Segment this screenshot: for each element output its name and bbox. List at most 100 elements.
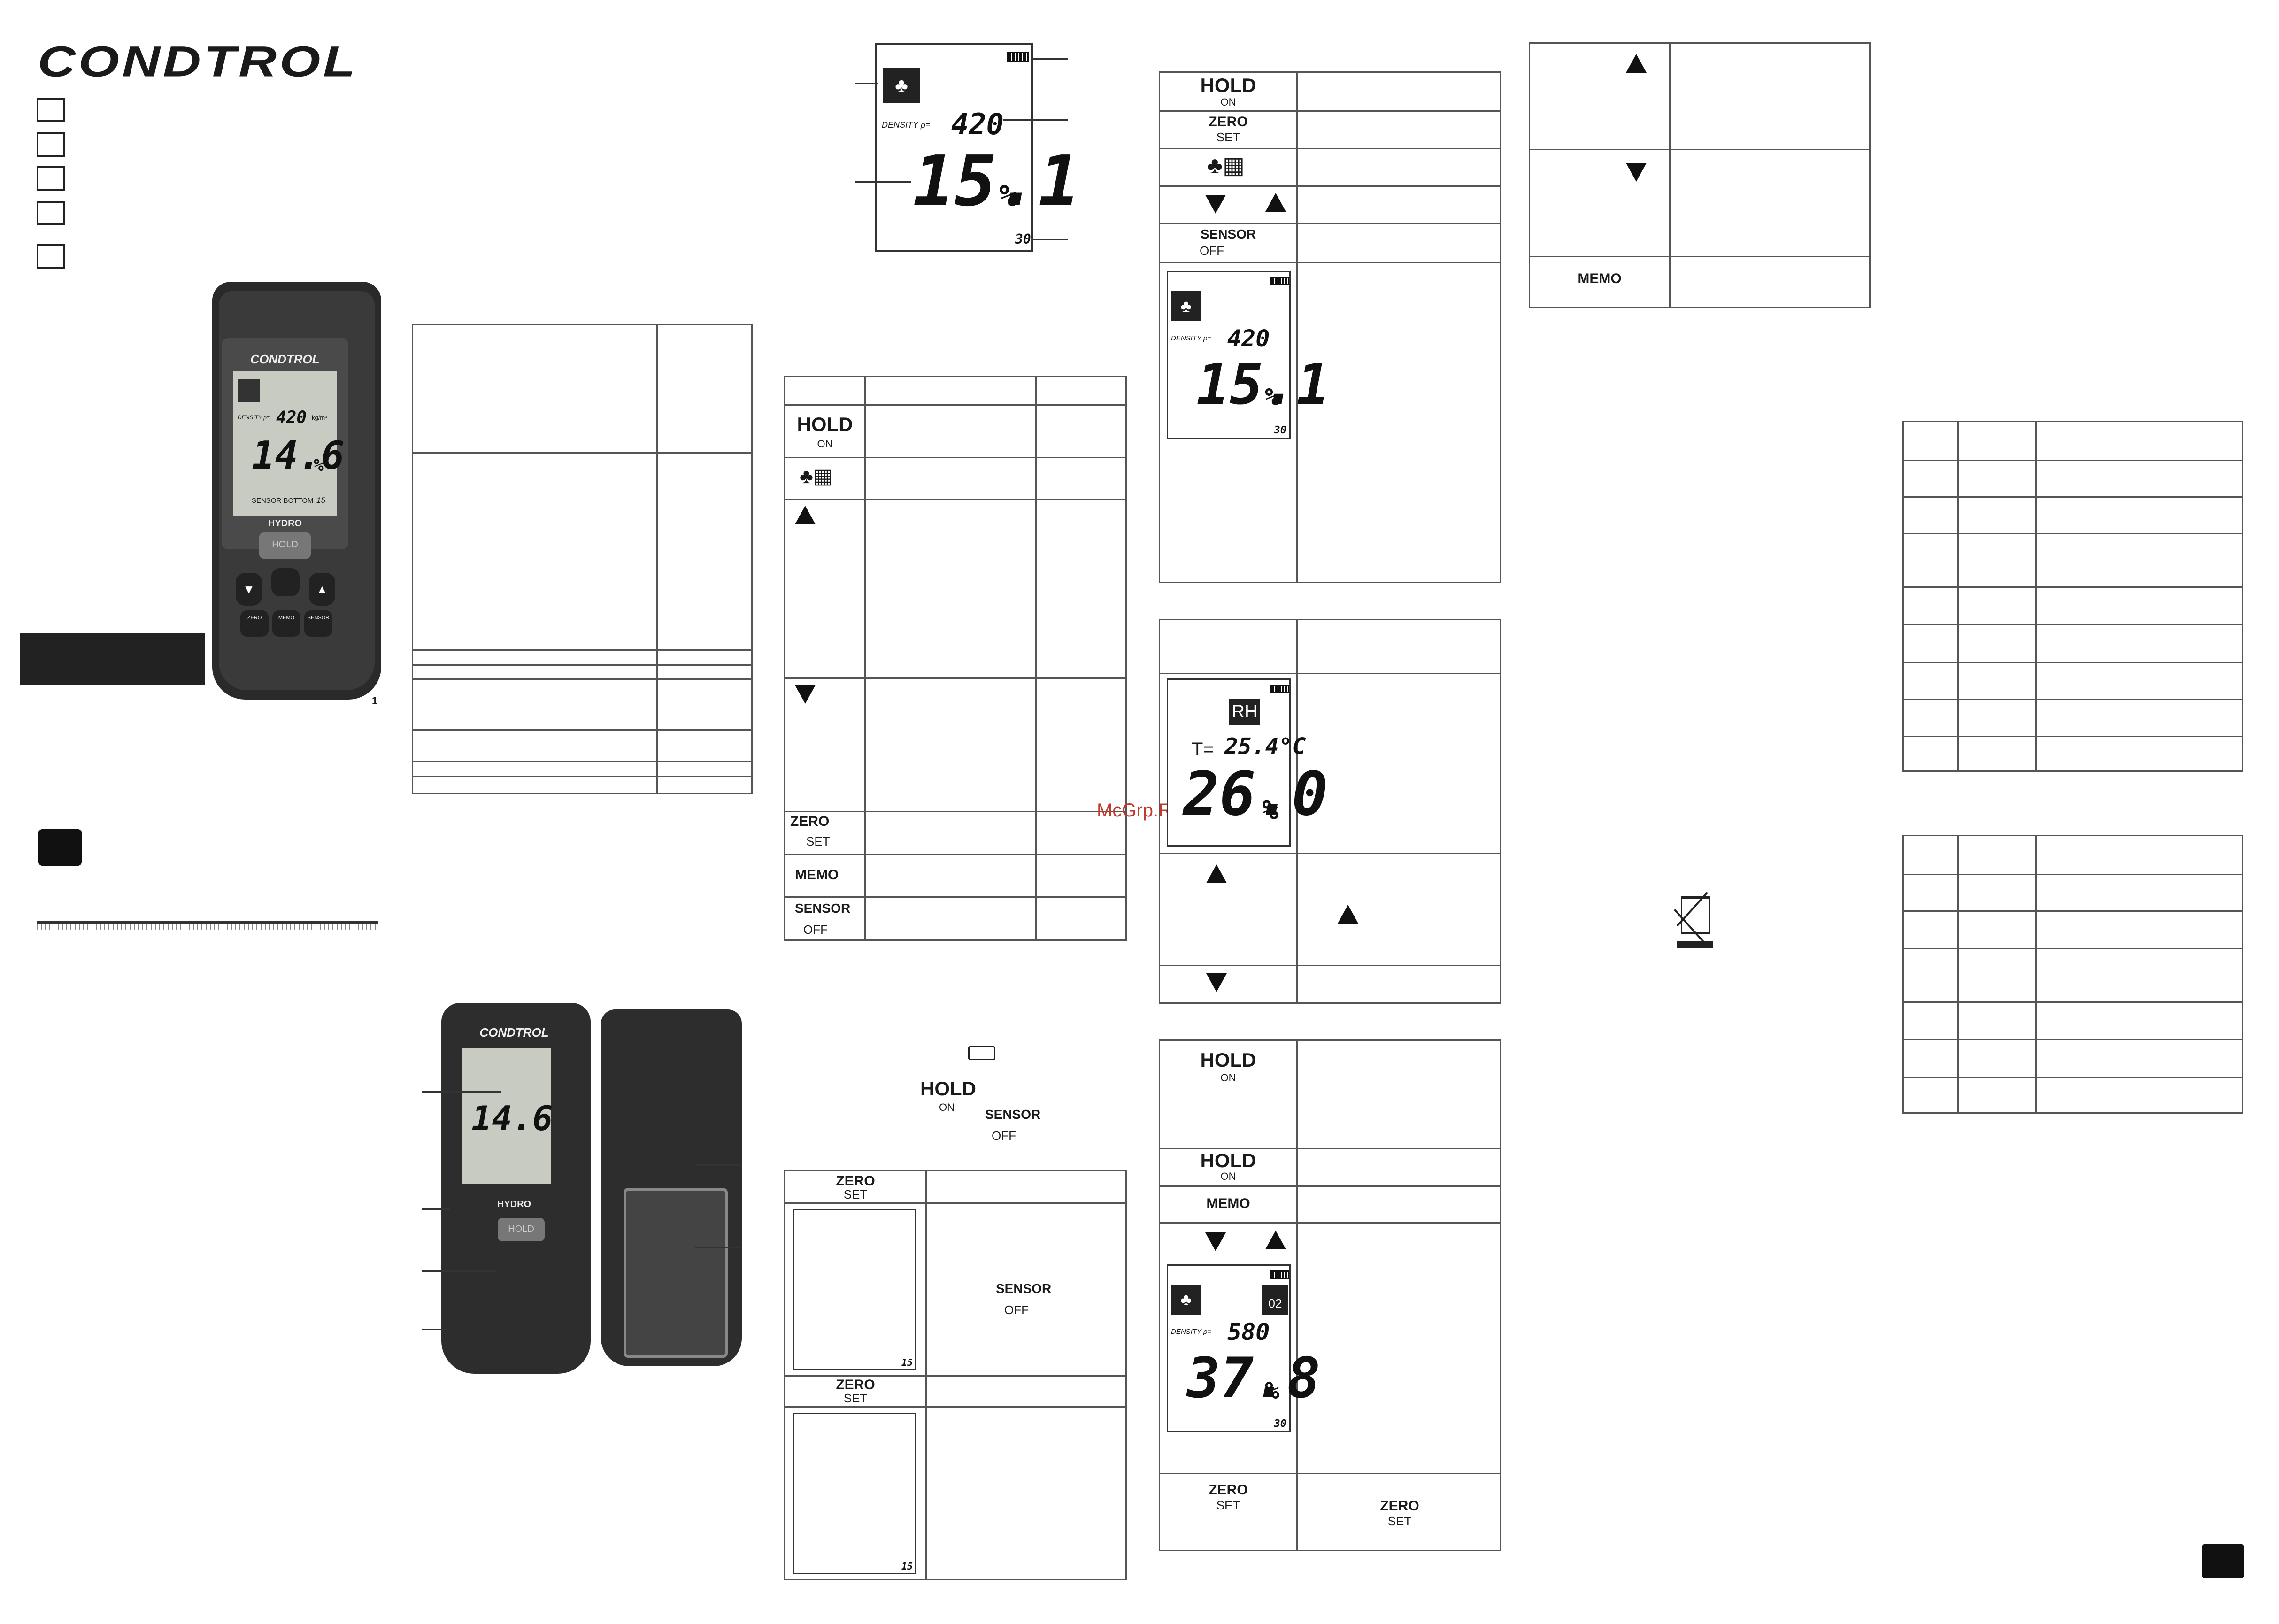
device-sensor-num: 15 (316, 496, 325, 505)
front-moisture-value: 14.6 (471, 1099, 553, 1138)
operation-table: HOLD ON ZERO SET ♣▦ SENSOR OFF ♣ DENSITY… (1159, 71, 1501, 583)
lcd-density-value: 420 (951, 107, 1004, 141)
mem-on-label-1: ON (1220, 1072, 1236, 1084)
memo-key-label: MEMO (795, 867, 839, 883)
device-moisture-unit: % (314, 456, 324, 475)
op-zero-label: ZERO (1209, 114, 1248, 130)
blank-lcd-1: 15 (793, 1209, 916, 1370)
mem-number-indicator: 02 (1262, 1285, 1288, 1315)
lcd-figure-main: ♣ DENSITY ρ= 420 15.1 % 30 (875, 43, 1080, 252)
op-sensor-label: SENSOR (1200, 227, 1256, 241)
off-label-zero: OFF (1004, 1303, 1029, 1317)
rh-unit: % (1262, 794, 1278, 826)
device-hold-key[interactable]: HOLD (259, 532, 311, 559)
device-zero-key[interactable]: ZERO (240, 610, 269, 637)
mem-lcd-value: 37.8 (1187, 1346, 1321, 1410)
op-lcd: ♣ DENSITY ρ= 420 15.1 % 30 (1167, 271, 1330, 439)
mem-lcd-density: 580 (1227, 1318, 1270, 1346)
figure-number: 1 (372, 695, 378, 707)
language-tag-box (38, 829, 82, 866)
rh-up-arrow-icon-2 (1338, 905, 1358, 924)
op-down-arrow-icon (1205, 195, 1226, 214)
mem-zero-label-1: ZERO (1209, 1482, 1248, 1498)
device-screen: DENSITY ρ= 420 kg/m³ 14.6 % SENSOR BOTTO… (233, 371, 344, 516)
language-checkbox-4[interactable] (37, 201, 65, 225)
key-function-table: HOLD ON ♣▦ ZERO SET MEMO SENSOR OFF (784, 376, 1127, 941)
sensor-key-label: SENSOR (795, 901, 851, 916)
wood-mode-icon: ♣ (883, 68, 920, 103)
rh-down-arrow-icon (1206, 973, 1227, 992)
zero-label-2: ZERO (836, 1377, 875, 1393)
device-back-photo (601, 1009, 742, 1366)
language-checkbox-5[interactable] (37, 244, 65, 269)
device-down-key[interactable]: ▼ (236, 573, 262, 606)
material-table-2 (1902, 835, 2243, 1114)
zero-key-label: ZERO (790, 814, 830, 829)
mem-hold-label-2: HOLD (1200, 1149, 1256, 1171)
text-hold-label: HOLD (920, 1078, 976, 1100)
down-arrow-icon (795, 685, 816, 704)
device-up-key[interactable]: ▲ (309, 573, 335, 606)
material-table-1 (1902, 421, 2243, 772)
on-key-sublabel: ON (817, 438, 833, 450)
front-hold-key[interactable]: HOLD (498, 1218, 545, 1241)
device-memo-key[interactable]: MEMO (272, 610, 300, 637)
mem-down-arrow-icon (1205, 1232, 1226, 1251)
device-photo: CONDTROL DENSITY ρ= 420 kg/m³ 14.6 % SEN… (212, 282, 381, 700)
front-brand-label: CONDTROL (479, 1025, 549, 1039)
op-off-label: OFF (1200, 244, 1224, 258)
brand-logo: CONDTROL (38, 37, 358, 86)
device-density-unit: kg/m³ (312, 414, 327, 421)
language-checkbox-3[interactable] (37, 166, 65, 191)
blank-lcd-1-num: 15 (901, 1357, 913, 1368)
language-checkbox-2[interactable] (37, 132, 65, 157)
hold-key-label: HOLD (797, 413, 853, 435)
lcd-density-label: DENSITY ρ= (882, 120, 931, 130)
weee-bin-icon (1674, 890, 1715, 948)
rh-value: 26.0 (1183, 759, 1328, 829)
rh-temp-label: T= (1192, 739, 1214, 760)
lcd-sensor-num: 30 (1015, 231, 1031, 247)
text-on-label: ON (939, 1101, 955, 1113)
mem-memo-label: MEMO (1206, 1196, 1250, 1211)
op-mode-icon: ♣▦ (1207, 152, 1245, 178)
op-up-arrow-icon (1265, 193, 1286, 212)
device-brand-label: CONDTROL (250, 352, 320, 366)
sensor-label-zero: SENSOR (996, 1281, 1052, 1296)
zero-calibration-table: ZERO SET 15 SENSOR OFF ZERO SET 15 (784, 1170, 1127, 1580)
text-sensor-label: SENSOR (985, 1107, 1041, 1122)
am-up-arrow-icon (1626, 54, 1647, 73)
rh-up-arrow-icon (1206, 864, 1227, 883)
device-sensor-label: SENSOR BOTTOM (252, 497, 314, 505)
rh-table: RH T= 25.4°C 26.0 % (1159, 619, 1501, 1004)
battery-icon (1007, 52, 1029, 62)
device-front-photo: CONDTROL 14.6 HYDRO HOLD (441, 1003, 591, 1374)
rh-indicator: RH (1229, 699, 1260, 725)
lcd-moisture-value: 15.1 (913, 141, 1080, 222)
rh-lcd: RH T= 25.4°C 26.0 % (1167, 678, 1328, 847)
mem-lcd: ♣ 02 DENSITY ρ= 580 37.8 % 30 (1167, 1264, 1320, 1432)
off-key-sublabel: OFF (803, 923, 828, 937)
language-tag-box-right (2202, 1544, 2244, 1578)
am-down-arrow-icon (1626, 163, 1647, 182)
memory-table: HOLD ON HOLD ON MEMO ♣ 02 DENSITY ρ= 580… (1159, 1039, 1501, 1551)
mem-zero-label-2: ZERO (1380, 1498, 1419, 1514)
device-sensor-key[interactable]: SENSOR (304, 610, 332, 637)
device-mode-key[interactable] (271, 568, 300, 596)
mem-set-label-1: SET (1216, 1498, 1240, 1512)
set-label-2: SET (843, 1391, 868, 1405)
text-off-label: OFF (992, 1129, 1016, 1143)
blank-lcd-2-num: 15 (901, 1561, 913, 1572)
device-moisture-value: 14.6 (252, 433, 345, 478)
mem-lcd-unit: % (1265, 1377, 1280, 1405)
spec-table (412, 324, 753, 794)
op-set-label: SET (1216, 130, 1240, 144)
ruler (37, 921, 378, 947)
dark-banner (20, 633, 205, 685)
lcd-moisture-unit: % (999, 179, 1017, 214)
language-checkbox-1[interactable] (37, 98, 65, 122)
mem-lcd-density-label: DENSITY ρ= (1171, 1328, 1212, 1336)
op-lcd-value: 15.1 (1196, 352, 1330, 417)
mem-hold-label-1: HOLD (1200, 1049, 1256, 1071)
up-arrow-icon (795, 506, 816, 524)
